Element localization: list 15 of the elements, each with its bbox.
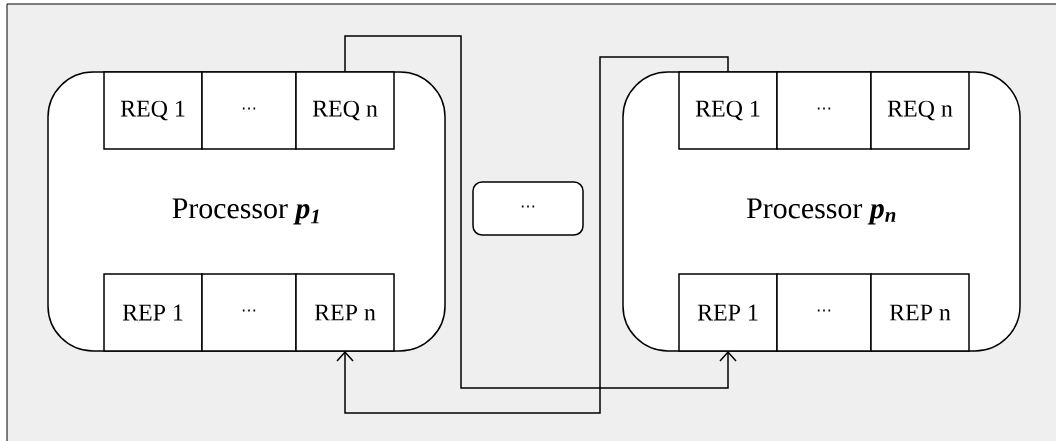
queue-cell: REP n [295,273,395,352]
arrow [336,56,729,414]
queue-cell: REQ n [295,71,395,150]
queue-cell: REQ 1 [103,71,203,150]
queue-cell: ⋯ [776,71,872,150]
arrow [344,35,737,389]
queue-cell: ⋯ [776,273,872,352]
queue-cell: ⋯ [201,273,297,352]
queue-cell: REQ 1 [678,71,778,150]
queue-cell: REP 1 [103,273,203,352]
queue-cell: REQ n [870,71,970,150]
ellipsis-box: ⋯ [472,181,584,236]
queue-cell: ⋯ [201,71,297,150]
queue-cell: REP 1 [678,273,778,352]
queue-cell: REP n [870,273,970,352]
